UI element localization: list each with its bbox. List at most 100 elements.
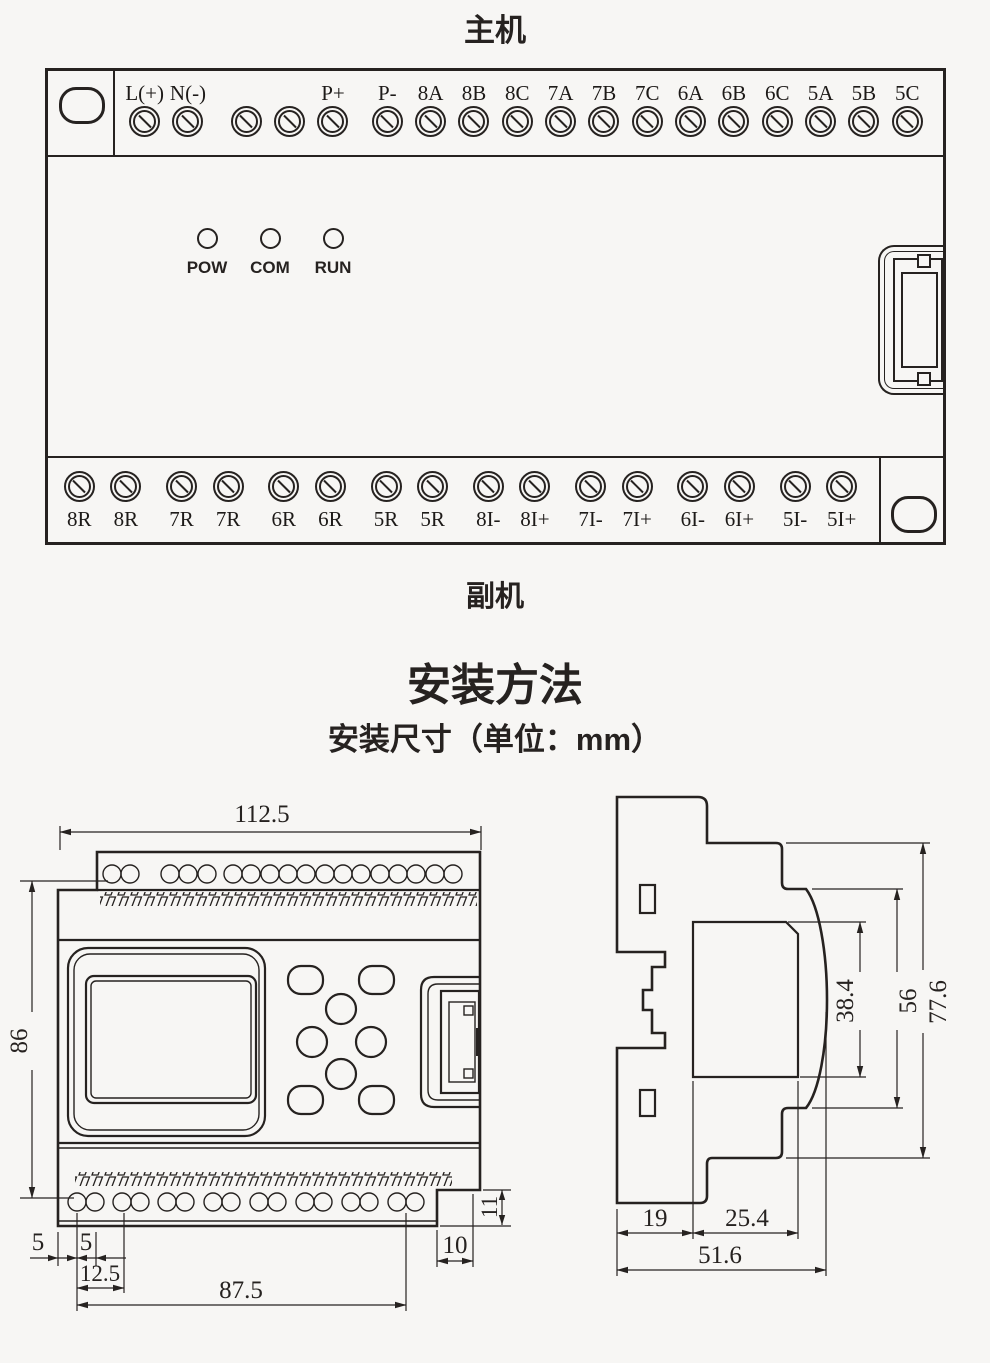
terminal-label: 6R — [318, 507, 343, 531]
terminal-label: 5R — [420, 507, 445, 531]
dim-second-pitch: 12.5 — [80, 1261, 120, 1286]
bottom-terminal-row: 8R 8R 7R 7R 6R 6R 5R 5R 8I- 8I+ 7I- 7I+ … — [48, 458, 879, 542]
terminal-label: L(+) — [125, 81, 164, 105]
terminal-label: 8I+ — [520, 507, 550, 531]
screw-terminal-icon — [314, 471, 346, 502]
screw-terminal-icon — [317, 106, 349, 137]
connector-outline — [878, 245, 943, 395]
front-view-drawing: 112.5 86 5 5 12.5 87.5 — [6, 801, 511, 1311]
top-terminal-strip: L(+) N(-) P+ P- 8A 8B 8C 7A 7B 7C 6A 6B … — [48, 71, 943, 157]
terminal: 8C — [496, 81, 539, 137]
cover-groove-outline — [66, 946, 267, 1138]
vent-zigzag-bottom — [75, 1172, 452, 1186]
side-front-panel — [691, 920, 800, 1079]
screw-terminal-icon — [417, 471, 449, 502]
terminal: L(+) — [123, 81, 166, 137]
terminal: N(-) — [166, 81, 209, 137]
dim-total-depth: 51.6 — [698, 1242, 742, 1269]
terminal: 5C — [886, 81, 929, 137]
screw-terminal-icon — [621, 471, 653, 502]
screw-terminal-icon — [545, 106, 577, 137]
screw-terminal-icon — [779, 471, 811, 502]
screw-terminal-icon — [519, 471, 551, 502]
terminal — [225, 81, 268, 137]
terminal: 8I- — [465, 471, 512, 531]
terminal: P+ — [311, 81, 354, 137]
mounting-hole-bottom-right — [891, 496, 937, 533]
led-pow: POW — [184, 228, 230, 278]
install-dimension-note: 安装尺寸（单位：mm） — [327, 722, 663, 757]
led-indicator-icon — [196, 228, 218, 249]
terminal: 6R — [307, 471, 354, 531]
sub-unit-title: 副机 — [465, 581, 524, 613]
led-label: RUN — [314, 258, 352, 277]
terminal: 7B — [582, 81, 625, 137]
install-heading: 安装方法 — [407, 661, 583, 710]
terminal-label: 8C — [505, 81, 530, 105]
terminal-label: 8I- — [476, 507, 501, 531]
dim-window-height: 38.4 — [832, 979, 859, 1023]
screw-terminal-icon — [718, 106, 750, 137]
terminal-label: 7I+ — [622, 507, 652, 531]
terminal: 5I+ — [818, 471, 865, 531]
terminal: 6I+ — [716, 471, 763, 531]
mounting-hole-cell — [879, 458, 943, 542]
front-bottom-holes — [67, 1192, 425, 1212]
terminal-label: 5C — [894, 81, 920, 105]
terminal-label: 7B — [591, 81, 617, 105]
screw-terminal-icon — [675, 106, 707, 137]
main-unit-diagram: L(+) N(-) P+ P- 8A 8B 8C 7A 7B 7C 6A 6B … — [45, 68, 946, 545]
terminal-label: 6I- — [680, 507, 706, 531]
terminal-label: 5I- — [782, 507, 808, 531]
terminal: 6R — [261, 471, 308, 531]
top-terminal-row: L(+) N(-) P+ P- 8A 8B 8C 7A 7B 7C 6A 6B … — [115, 71, 943, 155]
terminal-label: 7R — [169, 507, 194, 531]
terminal: 6B — [712, 81, 755, 137]
dim-total-height: 77.6 — [925, 980, 952, 1024]
bottom-terminal-strip: 8R 8R 7R 7R 6R 6R 5R 5R 8I- 8I+ 7I- 7I+ … — [48, 456, 943, 542]
dim-edge-to-hole: 5 — [32, 1229, 45, 1256]
led-label: COM — [250, 258, 290, 277]
screw-terminal-icon — [826, 471, 858, 502]
terminal-label: 7A — [547, 81, 574, 105]
keypad — [286, 964, 396, 1116]
terminal-label: 8R — [67, 507, 92, 531]
mounting-hole-top-left — [59, 87, 105, 124]
terminal-label: P+ — [321, 81, 345, 105]
terminal-label: 6A — [677, 81, 704, 105]
screw-terminal-icon — [723, 471, 755, 502]
terminal-label: 8B — [461, 81, 487, 105]
screw-terminal-icon — [588, 106, 620, 137]
terminal-label: 5A — [807, 81, 834, 105]
terminal-label: N(-) — [169, 81, 207, 105]
led-run: RUN — [310, 228, 356, 278]
terminal: 8A — [409, 81, 452, 137]
connector-key-tab — [917, 254, 931, 268]
status-leds: POW COM RUN — [184, 228, 356, 278]
screw-terminal-icon — [370, 471, 402, 502]
terminal-label: 6B — [721, 81, 747, 105]
terminal — [268, 81, 311, 137]
connector-socket-inner — [901, 272, 938, 368]
screw-terminal-icon — [631, 106, 663, 137]
screw-terminal-icon — [166, 471, 198, 502]
dim-rail-depth: 19 — [643, 1205, 668, 1232]
terminal: 7I- — [567, 471, 614, 531]
screw-terminal-icon — [268, 471, 300, 502]
vent-zigzag-top — [100, 892, 477, 906]
terminal: 5B — [842, 81, 885, 137]
terminal: 6C — [756, 81, 799, 137]
dim-notch-height: 11 — [477, 1196, 502, 1218]
terminal: 7A — [539, 81, 582, 137]
terminal: 6I- — [670, 471, 717, 531]
dim-hole-pitch: 5 — [80, 1229, 93, 1256]
terminal: 8R — [103, 471, 150, 531]
terminal-label: 6I+ — [724, 507, 755, 531]
terminal: 8B — [452, 81, 495, 137]
terminal: 5R — [409, 471, 456, 531]
led-com: COM — [247, 228, 293, 278]
din-clip-bottom — [638, 1088, 657, 1118]
connector-key-tab — [917, 372, 931, 386]
screw-terminal-icon — [472, 471, 504, 502]
